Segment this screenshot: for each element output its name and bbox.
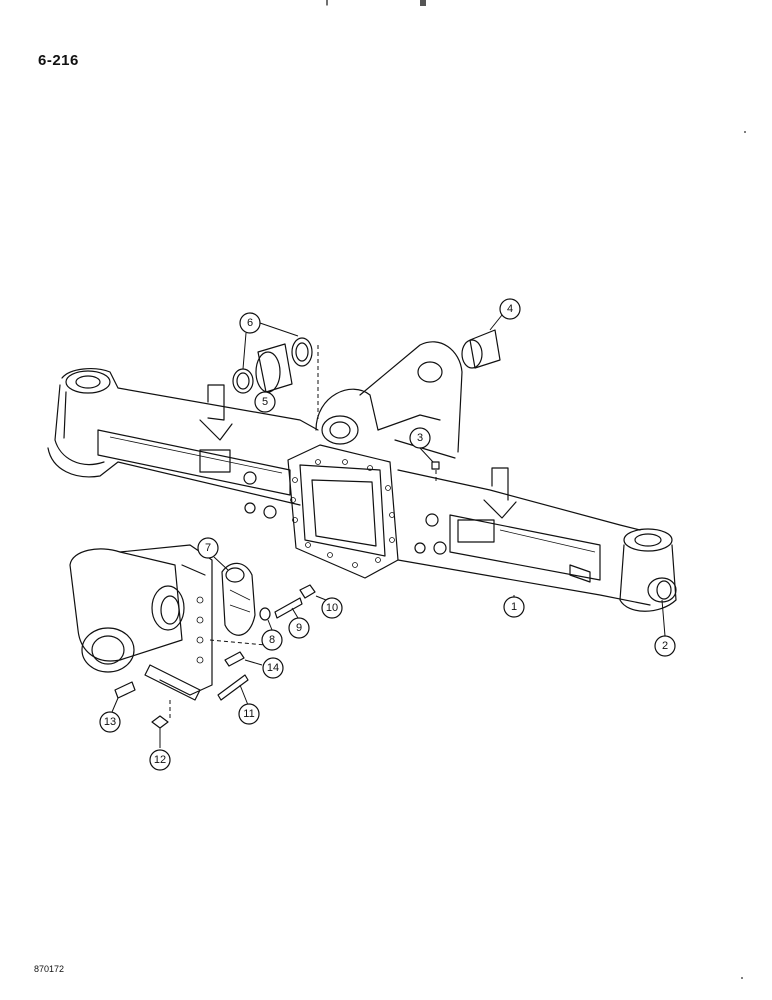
callout-12-label: 12 (154, 754, 166, 766)
callout-5: 5 (254, 391, 276, 413)
callout-6-label: 6 (247, 317, 253, 329)
callout-4: 4 (489, 298, 521, 331)
callout-14: 14 (244, 657, 284, 679)
callout-14-label: 14 (267, 662, 279, 674)
callout-3: 3 (409, 427, 434, 463)
callout-6: 6 (239, 312, 299, 370)
callout-9: 9 (288, 607, 310, 639)
callout-1: 1 (503, 595, 525, 618)
callout-3-label: 3 (417, 432, 423, 444)
callout-7-label: 7 (205, 542, 211, 554)
callout-9-label: 9 (296, 622, 302, 634)
callout-11-label: 11 (243, 708, 254, 720)
top-marks (326, 0, 426, 6)
callout-2: 2 (654, 599, 676, 657)
callout-7: 7 (197, 537, 229, 571)
callout-8-label: 8 (269, 634, 275, 646)
housing-bolt-holes (290, 459, 395, 568)
callouts: 1 2 3 4 5 6 (99, 298, 676, 771)
callout-4-label: 4 (507, 303, 513, 315)
callout-1-label: 1 (511, 601, 517, 613)
callout-10-label: 10 (326, 602, 338, 614)
callout-5-label: 5 (262, 396, 268, 408)
callout-10: 10 (315, 595, 343, 619)
callout-8: 8 (261, 619, 283, 651)
page-number: 6-216 (38, 52, 79, 69)
axle-housing (47, 341, 677, 612)
callout-13: 13 (99, 697, 121, 733)
bushings (232, 329, 501, 420)
plug (431, 461, 440, 482)
carrier-assembly (69, 544, 316, 729)
drawing-number: 870172 (34, 964, 65, 974)
scan-specks (741, 131, 746, 979)
callout-11: 11 (238, 684, 260, 725)
callout-12: 12 (149, 728, 171, 771)
callout-13-label: 13 (104, 716, 116, 728)
callout-2-label: 2 (662, 640, 668, 652)
